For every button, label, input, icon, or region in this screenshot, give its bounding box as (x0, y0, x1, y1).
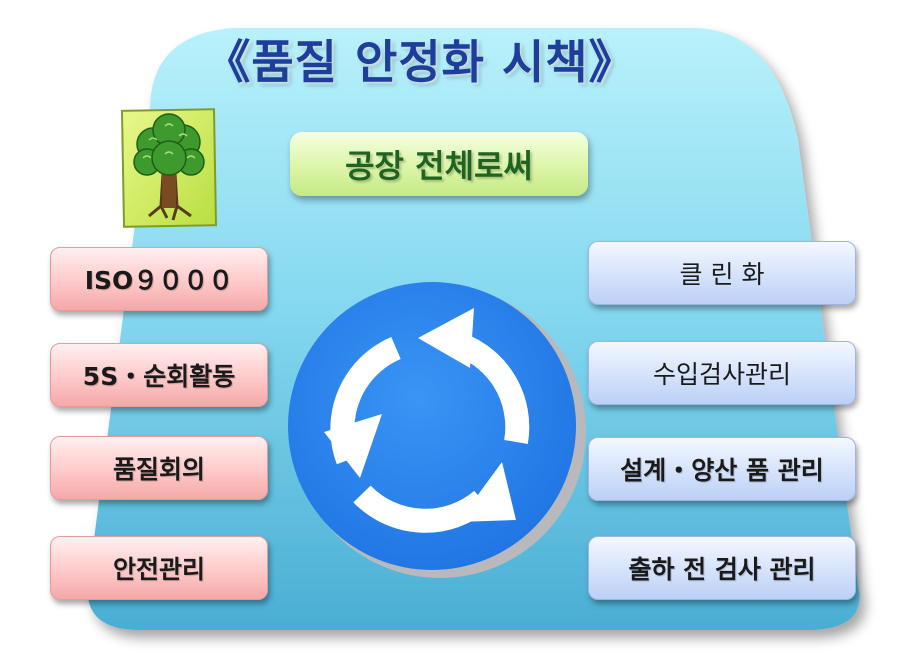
left-item-quality-meeting: 품질회의 (50, 436, 268, 500)
right-item-shipping-inspection: 출하 전 검사 관리 (588, 536, 856, 600)
left-item-safety-management: 안전관리 (50, 536, 268, 600)
left-item-iso9000: ISO９０００ (50, 247, 268, 311)
right-item-incoming-inspection: 수입검사관리 (588, 341, 856, 405)
circular-arrows-icon (282, 282, 592, 582)
subtitle-banner: 공장 전체로써 (290, 132, 588, 196)
right-item-cleanliness: 클 린 화 (588, 241, 856, 305)
page-title: 《품질 안정화 시책》 (204, 35, 636, 89)
right-item-design-production: 설계・양산 품 관리 (588, 437, 856, 501)
tree-icon (119, 108, 219, 230)
left-item-5s-patrol: 5S・순회활동 (50, 343, 268, 407)
